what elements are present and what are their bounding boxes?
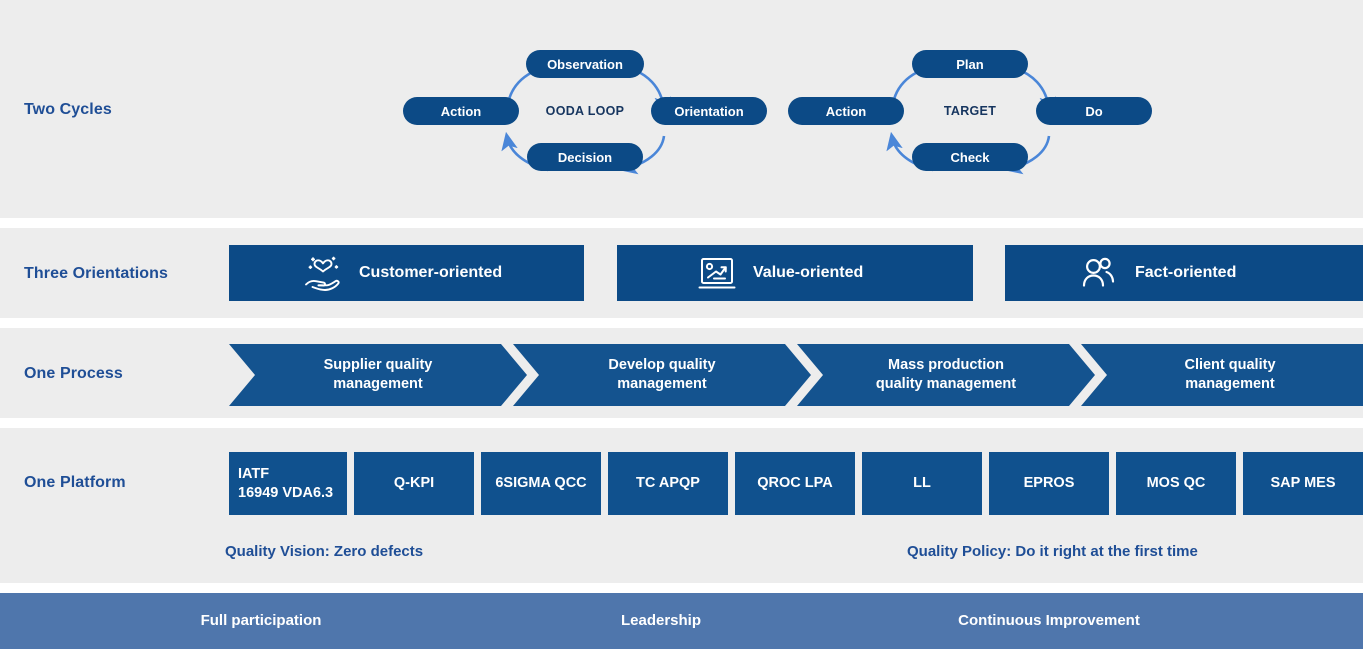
two-cycles-band: Two Cycles Observation Orientation Decis…	[0, 0, 1363, 218]
platform-tile-iatf[interactable]: IATF 16949 VDA6.3	[229, 452, 347, 515]
ooda-pill-orientation[interactable]: Orientation	[651, 97, 767, 125]
row-label-one-platform: One Platform	[24, 474, 126, 491]
people-group-icon	[1077, 254, 1121, 292]
foundation-band: Full participation Leadership Continuous…	[0, 593, 1363, 649]
row-label-two-cycles: Two Cycles	[24, 101, 112, 118]
platform-tile-q-kpi[interactable]: Q-KPI	[354, 452, 474, 515]
platform-tile-ll[interactable]: LL	[862, 452, 982, 515]
row-label-one-process: One Process	[24, 365, 123, 382]
platform-tile-line1: IATF	[238, 465, 270, 482]
one-platform-band: One Platform IATF 16949 VDA6.3 Q-KPI 6SI…	[0, 428, 1363, 583]
platform-tile-line1: 6SIGMA QCC	[495, 475, 587, 491]
pdca-target-diagram: Plan Do Check Action TARGET	[775, 40, 1165, 180]
pdca-pill-check[interactable]: Check	[912, 143, 1028, 171]
platform-tile-line2: 16949 VDA6.3	[238, 484, 334, 501]
platform-tile-line1: MOS QC	[1146, 475, 1206, 491]
ooda-loop-diagram: Observation Orientation Decision Action …	[390, 40, 780, 180]
platform-tile-line1: Q-KPI	[393, 475, 435, 491]
quality-policy-text: Quality Policy: Do it right at the first…	[907, 543, 1198, 560]
foundation-item-continuous-improvement: Continuous Improvement	[958, 612, 1140, 629]
process-step-text: Mass production quality management	[864, 356, 1028, 394]
pdca-pill-do[interactable]: Do	[1036, 97, 1152, 125]
ooda-pill-observation[interactable]: Observation	[526, 50, 644, 78]
platform-tile-text: IATF 16949 VDA6.3	[238, 465, 333, 503]
process-step-line2: management	[617, 376, 707, 392]
ooda-pill-decision[interactable]: Decision	[527, 143, 643, 171]
process-step-text: Client quality management	[1172, 356, 1287, 394]
ooda-center-label: OODA LOOP	[545, 104, 625, 118]
foundation-item-leadership: Leadership	[620, 612, 702, 629]
orientation-label: Customer-oriented	[359, 264, 503, 281]
one-process-band: One Process Supplier quality management …	[0, 328, 1363, 418]
platform-tile-line1: EPROS	[1023, 475, 1075, 491]
monitor-growth-chart-icon	[695, 254, 739, 292]
process-step-mass-production[interactable]: Mass production quality management	[797, 344, 1095, 406]
pdca-center-label: TARGET	[943, 104, 997, 118]
process-step-line2: management	[333, 376, 423, 392]
orientation-card-fact[interactable]: Fact-oriented	[1005, 245, 1363, 301]
platform-tile-mos-qc[interactable]: MOS QC	[1116, 452, 1236, 515]
process-step-supplier[interactable]: Supplier quality management	[229, 344, 527, 406]
three-orientations-band: Three Orientations Customer-oriented	[0, 228, 1363, 318]
process-step-line1: Client quality	[1184, 357, 1276, 373]
process-step-line2: management	[1185, 376, 1275, 392]
process-step-line1: Develop quality	[608, 357, 716, 373]
pdca-pill-action[interactable]: Action	[788, 97, 904, 125]
platform-tile-qroc-lpa[interactable]: QROC LPA	[735, 452, 855, 515]
quality-vision-text: Quality Vision: Zero defects	[225, 543, 424, 560]
platform-tile-line1: LL	[913, 475, 931, 491]
process-step-develop[interactable]: Develop quality management	[513, 344, 811, 406]
orientation-label: Value-oriented	[753, 264, 864, 281]
platform-tile-line1: SAP MES	[1270, 475, 1336, 491]
orientation-card-customer[interactable]: Customer-oriented	[229, 245, 584, 301]
platform-tile-sap-mes[interactable]: SAP MES	[1243, 452, 1363, 515]
pdca-pill-plan[interactable]: Plan	[912, 50, 1028, 78]
process-step-text: Develop quality management	[596, 356, 727, 394]
platform-tile-line1: QROC LPA	[757, 475, 833, 491]
platform-tile-6sigma-qcc[interactable]: 6SIGMA QCC	[481, 452, 601, 515]
orientation-card-value[interactable]: Value-oriented	[617, 245, 973, 301]
process-step-line1: Mass production	[887, 357, 1004, 373]
foundation-item-full-participation: Full participation	[200, 612, 322, 629]
row-label-three-orientations: Three Orientations	[24, 265, 169, 282]
platform-tile-epros[interactable]: EPROS	[989, 452, 1109, 515]
platform-tile-tc-apqp[interactable]: TC APQP	[608, 452, 728, 515]
platform-tile-line1: TC APQP	[636, 475, 700, 491]
process-step-client[interactable]: Client quality management	[1081, 344, 1363, 406]
hand-holding-heart-icon	[301, 254, 345, 292]
process-step-line1: Supplier quality	[323, 357, 433, 373]
ooda-pill-action[interactable]: Action	[403, 97, 519, 125]
process-step-line2: quality management	[875, 376, 1017, 392]
orientation-label: Fact-oriented	[1135, 264, 1237, 281]
process-step-text: Supplier quality management	[312, 356, 445, 394]
